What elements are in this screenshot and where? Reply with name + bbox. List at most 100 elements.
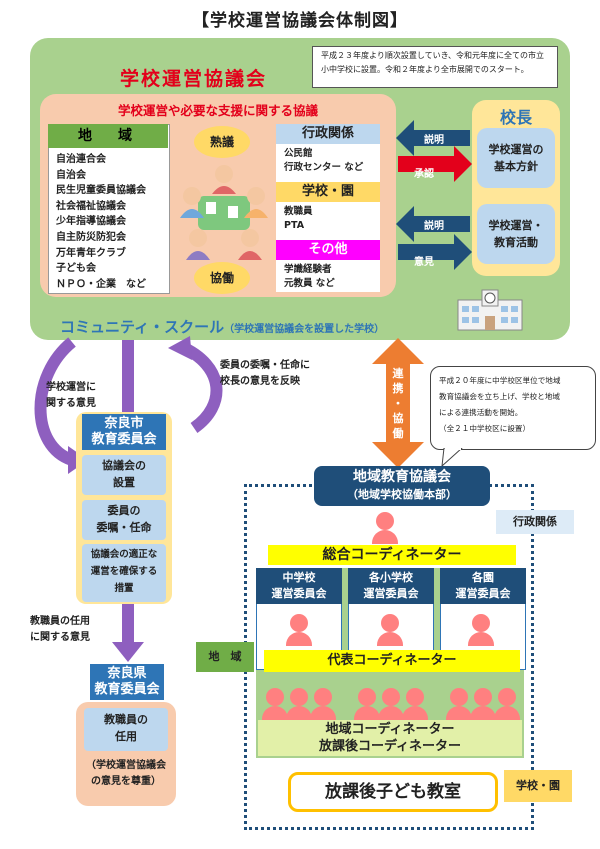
jukugi-oval: 熟議: [194, 126, 250, 158]
general-coordinator: 総合コーディネーター: [268, 545, 516, 565]
chiiki-member: 自治連合会: [56, 154, 106, 165]
pref-board-note-line: （学校運営協議会: [86, 760, 166, 771]
gakko-member: PTA: [284, 220, 305, 231]
city-board-setup: 協議会の 設置: [82, 455, 166, 495]
council-note-line: 平成２３年度より順次設置していき、令和元年度に全ての市立: [321, 51, 545, 60]
staff-line: 教職員の任用: [30, 616, 90, 627]
local-person-icon: [382, 688, 400, 706]
chiiki-tag: 地 域: [196, 642, 254, 672]
iken-arrow-right: [398, 234, 472, 270]
city-board-box-line: 措置: [114, 583, 134, 594]
city-board-box-line: 運営を確保する: [90, 566, 158, 577]
principal-box-line: 基本方針: [494, 160, 538, 173]
sonota-member: 元教員 など: [284, 278, 335, 289]
gakko-member: 教職員: [284, 206, 313, 217]
setsumei-arrow-left-2: [396, 206, 470, 242]
council-note: 平成２３年度より順次設置していき、令和元年度に全ての市立 小中学校に設置。令和２…: [312, 46, 558, 88]
chiiki-member: 社会福祉協議会: [56, 200, 126, 212]
principal-title: 校長: [499, 108, 532, 127]
gyosei-member: 行政センター など: [284, 162, 364, 173]
local-person-icon: [314, 688, 332, 706]
regional-note-line: 平成２０年度に中学校区単位で地域: [439, 376, 561, 385]
regional-note-line: による連携活動を開始。: [439, 408, 523, 417]
committee-line: 各園: [472, 571, 494, 584]
council-title: 学校運営協議会: [120, 68, 268, 90]
local-person-icon: [474, 688, 492, 706]
committee-line: 各小学校: [369, 571, 413, 584]
local-person-body: [286, 706, 312, 720]
local-person-icon: [406, 688, 424, 706]
gakko-header: 学校・園: [276, 182, 380, 202]
chiiki-member: 民生児童委員協議会: [56, 185, 146, 197]
page-title: 【学校運営協議会体制図】: [192, 11, 408, 31]
local-person-icon: [290, 688, 308, 706]
afterschool-classroom: 放課後子ども教室: [288, 772, 498, 812]
regional-council-header: 地域教育協議会 （地域学校協働本部）: [314, 466, 490, 506]
staff-opinion-text: 教職員の任用 に関する意見: [30, 614, 90, 646]
city-board-head-line: 教育委員会: [91, 432, 157, 447]
regional-note-line: （全２１中学校区に設置）: [439, 424, 531, 433]
local-person-body: [494, 706, 520, 720]
city-board-head-line: 奈良市: [104, 416, 144, 431]
community-school-title: コミュニティ・スクール（学校運営協議会を設置した学校）: [60, 316, 384, 337]
chiiki-header: 地 域: [48, 124, 168, 148]
chiiki-card: [48, 124, 170, 294]
school-opinion-text: 学校運営に 関する意見: [46, 380, 96, 412]
gakko-members: 教職員 PTA: [276, 202, 380, 238]
setsumei-arrow-left-1: [396, 120, 470, 156]
local-person-icon: [450, 688, 468, 706]
principal-box-line: 学校運営・: [488, 219, 544, 232]
regional-council-subtitle: （地域学校協働本部）: [347, 488, 457, 501]
local-person-body: [402, 706, 428, 720]
chiiki-member: 子ども会: [56, 263, 96, 275]
sonota-member: 学識経験者: [284, 264, 332, 275]
rep-person-body: [286, 632, 312, 646]
pref-board-staff-appointment: 教職員の 任用: [84, 708, 168, 751]
committee-jhs: 中学校 運営委員会: [256, 568, 342, 604]
gyosei-tag: 行政関係: [496, 510, 574, 534]
local-person-body: [470, 706, 496, 720]
committee-kindergarten: 各園 運営委員会: [440, 568, 526, 604]
kyodo-oval: 協働: [194, 262, 250, 294]
cs-title-text: コミュニティ・スクール: [60, 318, 225, 336]
city-board-box-line: 協議会の: [102, 459, 146, 472]
rep-person-icon: [290, 614, 308, 632]
local-coordinator-line: 地域コーディネーター: [325, 722, 455, 737]
gyosei-member: 公民館: [284, 148, 313, 159]
setsumei-label-2: 説明: [424, 221, 444, 232]
commission-line: 校長の意見を反映: [220, 376, 300, 387]
commission-text: 委員の委嘱・任命に 校長の意見を反映: [220, 358, 310, 390]
iken-label: 意見: [414, 257, 434, 268]
principal-arrows: [396, 120, 472, 270]
city-board-measures: 協議会の適正な 運営を確保する 措置: [82, 544, 166, 602]
regional-note-line: 教育協議会を立ち上げ、学校と地域: [439, 392, 560, 401]
coordinator-person-body: [372, 530, 398, 544]
regional-note-bubble: 平成２０年度に中学校区単位で地域 教育協議会を立ち上げ、学校と地域 による連携活…: [430, 366, 596, 450]
renkei-double-arrow: [372, 338, 424, 468]
committee-line: 中学校: [282, 571, 316, 584]
city-board-box-line: 委員の: [107, 504, 141, 517]
local-person-body: [310, 706, 336, 720]
city-board-box-line: 協議会の適正な: [90, 549, 158, 560]
committee-line: 運営委員会: [271, 587, 327, 600]
pref-board-head-line: 奈良県: [107, 666, 147, 681]
opinion-line: 関する意見: [46, 398, 96, 409]
cs-subtitle: （学校運営協議会を設置した学校）: [224, 324, 385, 335]
meeting-illustration-icon: [180, 165, 268, 260]
city-board-box-line: 委嘱・任命: [96, 521, 152, 534]
renkei-char: 働: [392, 427, 404, 440]
renkei-char: 連: [392, 367, 404, 380]
sonota-header: その他: [276, 240, 380, 260]
principal-box-line: 教育活動: [494, 236, 538, 249]
local-person-icon: [358, 688, 376, 706]
deliberation-heading: 学校運営や必要な支援に関する協議: [117, 103, 318, 118]
local-person-body: [354, 706, 380, 720]
pref-board-box-line: 教職員の: [104, 713, 148, 726]
shonin-label: 承認: [414, 169, 434, 180]
gyosei-members: 公民館 行政センター など: [276, 144, 380, 180]
pref-board-box-line: 任用: [115, 730, 137, 743]
gakko-tag: 学校・園: [504, 770, 572, 802]
sonota-members: 学識経験者 元教員 など: [276, 260, 380, 292]
committee-line: 運営委員会: [455, 587, 511, 600]
bubble-tail-icon: [441, 448, 463, 468]
